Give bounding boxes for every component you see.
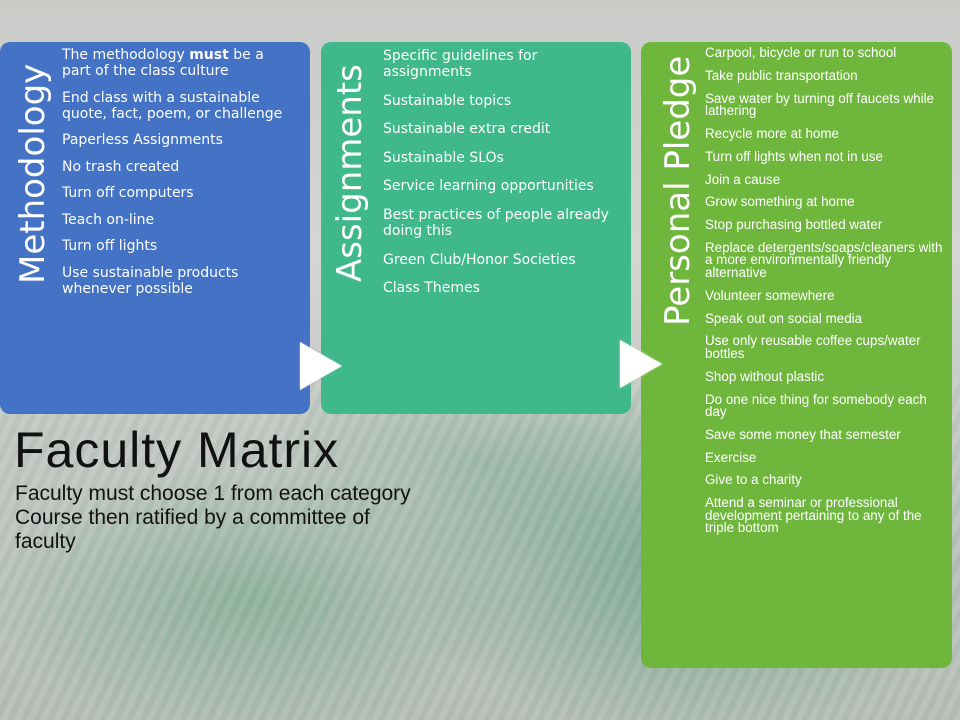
list-item: Turn off lights — [62, 238, 158, 254]
list-item: Green Club/Honor Societies — [383, 251, 576, 268]
list-item: Shop without plastic — [705, 368, 825, 384]
slide-title: Faculty Matrix — [14, 422, 340, 478]
list-item: Stop purchasing bottled water — [705, 217, 883, 233]
assignments-list: Specific guidelines for assignments Sust… — [383, 48, 621, 309]
list-item: Turn off computers — [62, 185, 194, 201]
methodology-list: The methodology must be a part of the cl… — [62, 47, 292, 307]
list-item: Teach on-line — [62, 211, 155, 228]
list-item: Save water by turning off faucets while … — [705, 90, 935, 119]
subtitle-line: Faculty must choose 1 from each category — [15, 482, 411, 505]
subtitle-line: Course then ratified by a committee of — [15, 506, 370, 529]
methodology-title: Methodology — [13, 64, 53, 285]
assignments-panel: Assignments Specific guidelines for assi… — [321, 42, 631, 414]
list-item: Attend a seminar or professional develop… — [705, 495, 922, 536]
personal-pledge-title: Personal Pledge — [658, 56, 698, 327]
methodology-panel: Methodology The methodology must be a pa… — [0, 42, 310, 414]
list-item: Sustainable extra credit — [383, 121, 551, 138]
list-item: Exercise — [705, 449, 757, 465]
list-item: Save some money that semester — [705, 426, 901, 442]
list-item: No trash created — [62, 158, 180, 175]
subtitle-line: faculty — [15, 530, 76, 553]
slide-subtitle: Faculty must choose 1 from each category… — [15, 482, 535, 554]
personal-pledge-list: Carpool, bicycle or run to school Take p… — [705, 45, 945, 545]
list-item: Replace detergents/soaps/cleaners with a… — [705, 239, 943, 281]
list-item: Use only reusable coffee cups/water bott… — [705, 333, 921, 361]
list-item: End class with a sustainable quote, fact… — [62, 89, 283, 122]
list-item: Grow something at home — [705, 194, 855, 210]
list-item: Paperless Assignments — [62, 132, 223, 148]
list-item: Recycle more at home — [705, 125, 839, 141]
arrow-right-icon — [620, 340, 662, 388]
list-item: Turn off lights when not in use — [705, 148, 883, 164]
list-item: Service learning opportunities — [383, 178, 594, 195]
list-item: Carpool, bicycle or run to school — [705, 45, 897, 60]
list-item: Do one nice thing for somebody each day — [705, 391, 927, 420]
personal-pledge-panel: Personal Pledge Carpool, bicycle or run … — [641, 42, 952, 668]
list-item: Sustainable SLOs — [383, 149, 504, 166]
list-item: The methodology must be a part of the cl… — [62, 47, 264, 79]
list-item: Use sustainable products whenever possib… — [62, 264, 239, 297]
list-item: Take public transportation — [705, 67, 858, 83]
list-item: Class Themes — [383, 280, 480, 297]
list-item: Join a cause — [705, 171, 781, 187]
arrow-right-icon — [300, 342, 342, 390]
list-item: Give to a charity — [705, 472, 802, 488]
list-item: Volunteer somewhere — [705, 287, 835, 303]
list-item: Speak out on social media — [705, 310, 863, 326]
list-item: Sustainable topics — [383, 92, 512, 109]
list-item: Specific guidelines for assignments — [383, 48, 538, 80]
emphasis-text: must — [189, 47, 229, 63]
assignments-title: Assignments — [330, 64, 370, 282]
list-item: Best practices of people already doing t… — [383, 206, 609, 239]
